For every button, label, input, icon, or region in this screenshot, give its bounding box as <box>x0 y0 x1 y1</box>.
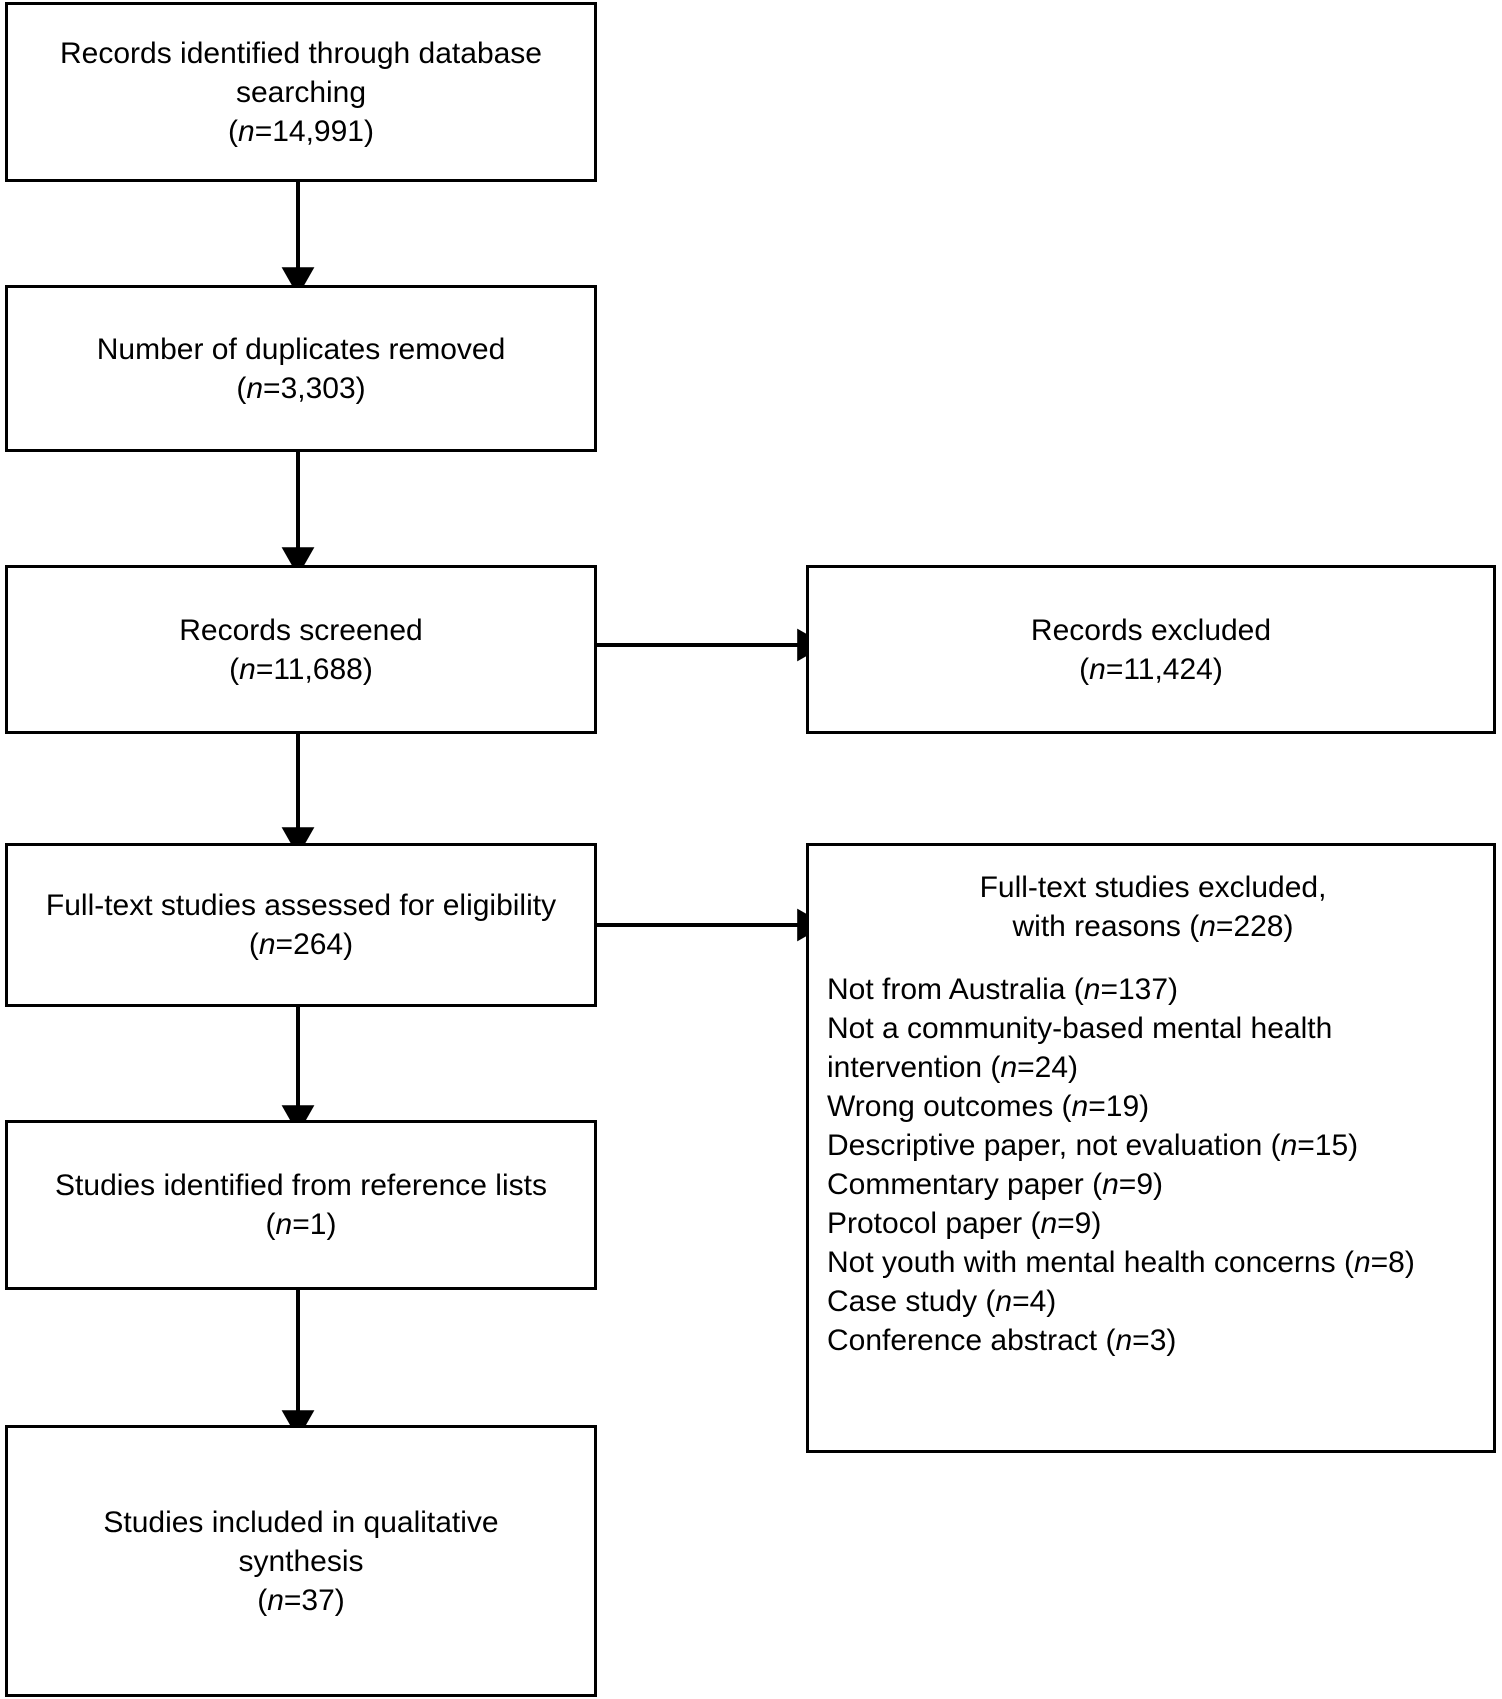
n-symbol: n <box>275 1208 293 1241</box>
n-symbol: n <box>1353 1246 1371 1279</box>
n-symbol: n <box>1083 973 1101 1006</box>
records-identified-count: (n=14,991) <box>228 114 374 148</box>
box-records-identified: Records identified through database sear… <box>5 2 597 182</box>
fulltext-excluded-header-line1: Full-text studies excluded, <box>979 871 1327 904</box>
fulltext-assessed-line1: Full-text studies assessed for eligibili… <box>45 889 557 922</box>
n-symbol: n <box>246 371 264 405</box>
records-excluded-count: (n=11,424) <box>1079 652 1223 686</box>
n-symbol: n <box>238 114 255 148</box>
n-symbol: n <box>258 928 276 961</box>
exclusion-reason-item: Not youth with mental health concerns (n… <box>827 1246 1415 1279</box>
box-reference-lists: Studies identified from reference lists … <box>5 1120 597 1290</box>
fulltext-assessed-count: (n=264) <box>248 928 354 961</box>
studies-included-line1: Studies included in qualitative <box>103 1505 499 1539</box>
box-records-screened: Records screened (n=11,688) <box>5 565 597 734</box>
exclusion-reason-item: Case study (n=4) <box>827 1285 1057 1318</box>
studies-included-line2: synthesis <box>238 1544 364 1578</box>
exclusion-reason-item: Not a community-based mental health inte… <box>827 1012 1333 1084</box>
fulltext-excluded-header: Full-text studies excluded, with reasons… <box>827 868 1479 946</box>
n-symbol: n <box>1199 910 1216 943</box>
exclusion-reason-item: Wrong outcomes (n=19) <box>827 1090 1150 1123</box>
exclusion-reason-item: Commentary paper (n=9) <box>827 1168 1163 1201</box>
records-identified-line2: searching <box>235 75 367 109</box>
records-screened-line1: Records screened <box>179 613 423 647</box>
n-symbol: n <box>1040 1207 1058 1240</box>
box-duplicates-removed: Number of duplicates removed (n=3,303) <box>5 285 597 452</box>
studies-included-count: (n=37) <box>257 1583 345 1617</box>
n-symbol: n <box>1071 1090 1089 1123</box>
box-fulltext-excluded: Full-text studies excluded, with reasons… <box>806 843 1496 1453</box>
n-symbol: n <box>239 652 256 686</box>
n-symbol: n <box>1280 1129 1298 1162</box>
exclusion-reason-item: Not from Australia (n=137) <box>827 973 1179 1006</box>
reference-lists-line1: Studies identified from reference lists <box>55 1169 547 1202</box>
records-excluded-line1: Records excluded <box>1030 613 1272 647</box>
duplicates-removed-count: (n=3,303) <box>236 371 366 405</box>
n-symbol: n <box>995 1285 1013 1318</box>
box-fulltext-assessed: Full-text studies assessed for eligibili… <box>5 843 597 1007</box>
n-symbol: n <box>1115 1324 1133 1357</box>
box-studies-included: Studies included in qualitative synthesi… <box>5 1425 597 1697</box>
exclusion-reason-item: Descriptive paper, not evaluation (n=15) <box>827 1129 1359 1162</box>
fulltext-excluded-header-line2: with reasons (n=228) <box>1012 910 1294 943</box>
n-symbol: n <box>267 1583 284 1617</box>
exclusion-reason-item: Conference abstract (n=3) <box>827 1324 1177 1357</box>
exclusion-reason-item: Protocol paper (n=9) <box>827 1207 1102 1240</box>
records-screened-count: (n=11,688) <box>229 652 373 686</box>
records-identified-line1: Records identified through database <box>60 36 542 70</box>
n-symbol: n <box>1102 1168 1119 1201</box>
n-symbol: n <box>1089 652 1106 686</box>
duplicates-removed-line1: Number of duplicates removed <box>96 332 506 366</box>
n-symbol: n <box>1000 1051 1018 1084</box>
box-records-excluded: Records excluded (n=11,424) <box>806 565 1496 734</box>
exclusion-reasons-list: Not from Australia (n=137) Not a communi… <box>827 970 1479 1360</box>
reference-lists-count: (n=1) <box>265 1208 337 1241</box>
